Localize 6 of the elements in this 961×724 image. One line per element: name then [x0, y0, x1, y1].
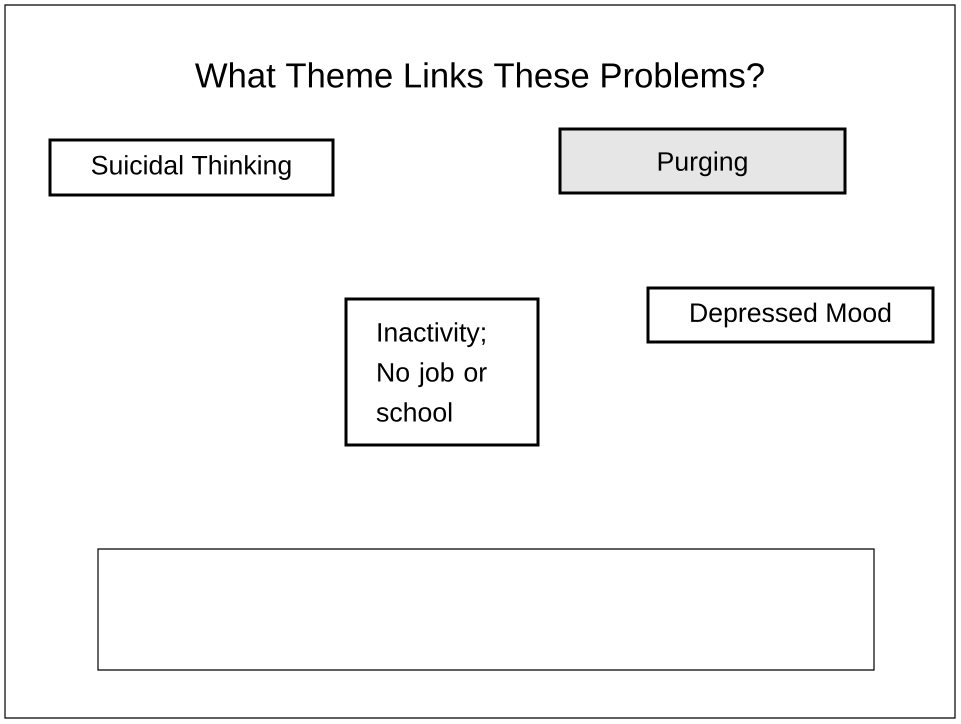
problem-box: Purging [558, 128, 846, 194]
problem-box: Depressed Mood [646, 286, 934, 344]
problem-box: Suicidal Thinking [48, 138, 334, 196]
problem-box: Inactivity; No job or school [344, 298, 540, 446]
title: What Theme Links These Problems? [195, 62, 764, 88]
empty-box [97, 548, 875, 671]
